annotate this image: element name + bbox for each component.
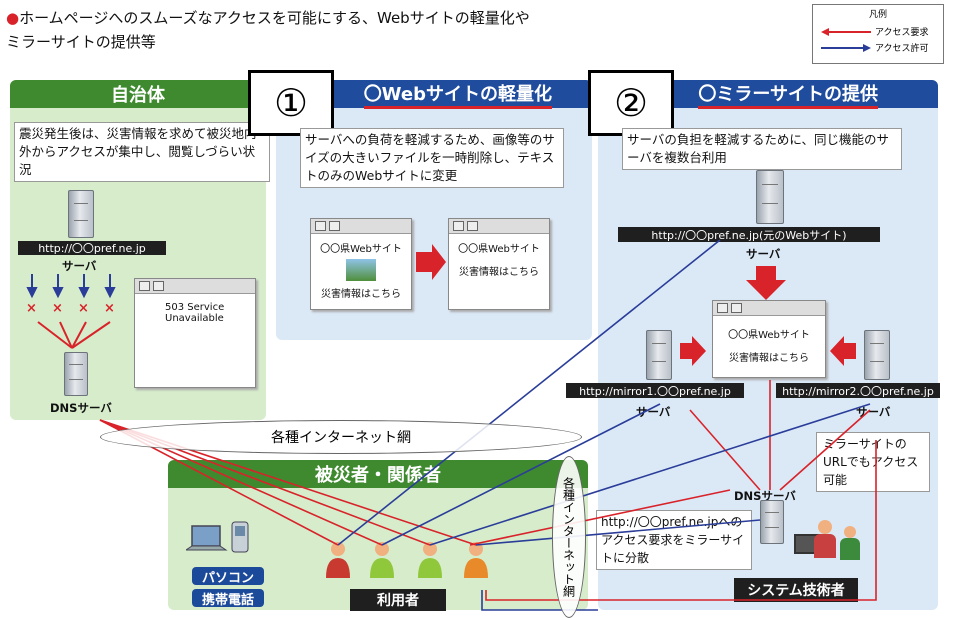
red-down-arrow-icon	[746, 266, 786, 300]
light-site-info: 災害情報はこちら	[459, 267, 539, 278]
origin-server-label: サーバ	[746, 247, 781, 261]
error-message: 503 Service Unavailable	[165, 302, 225, 324]
badge-1: ①	[248, 70, 334, 136]
heavy-site-info: 災害情報はこちら	[321, 289, 401, 300]
laptop-phone-icon	[186, 521, 249, 553]
legend: 凡例 アクセス要求 アクセス許可	[812, 4, 944, 64]
municipality-header: 自治体	[10, 80, 266, 108]
mirror2-server-icon	[864, 330, 890, 380]
lightweight-desc: サーバへの負荷を軽減するため、画像等のサイズの大きいファイルを一時削除し、テキス…	[300, 128, 564, 188]
svg-text:×: ×	[52, 301, 63, 316]
internet-ellipse: 各種インターネット網	[100, 420, 582, 454]
mirror-desc: サーバの負担を軽減するために、同じ機能のサーバを複数台利用	[622, 128, 902, 170]
heavy-site-title: 〇〇県Webサイト	[320, 244, 402, 255]
users-label: 利用者	[350, 589, 446, 611]
red-right-arrow-icon	[416, 244, 446, 280]
legend-request: アクセス要求	[821, 25, 929, 38]
technician-icon	[790, 520, 870, 564]
distribution-note: http://〇〇pref.ne.jpへのアクセス要求をミラーサイトに分散	[596, 510, 752, 570]
mirror-note: ミラーサイトのURLでもアクセス可能	[816, 432, 930, 492]
red-right-arrow-2-icon	[680, 336, 706, 366]
red-arrow-icon	[821, 27, 871, 36]
svg-text:×: ×	[26, 301, 37, 316]
mirror-site-window: 〇〇県Webサイト 災害情報はこちら	[712, 300, 826, 378]
heavy-site-window: 〇〇県Webサイト 災害情報はこちら	[310, 218, 412, 310]
pc-label: パソコン	[192, 567, 264, 586]
svg-text:×: ×	[104, 301, 115, 316]
page-title: ●ホームページへのスムーズなアクセスを可能にする、Webサイトの軽量化や ミラー…	[6, 6, 530, 54]
mirror-site-title: 〇〇県Webサイト	[728, 330, 810, 341]
municipality-server-icon	[68, 190, 94, 238]
error-browser-window: 503 Service Unavailable	[134, 278, 256, 388]
light-site-window: 〇〇県Webサイト 災害情報はこちら	[448, 218, 550, 310]
badge-2: ②	[588, 70, 674, 136]
municipality-dns-label: DNSサーバ	[50, 401, 112, 415]
municipality-server-label: サーバ	[62, 259, 97, 273]
red-left-arrow-icon	[830, 336, 856, 366]
origin-url: http://〇〇pref.ne.jp(元のWebサイト)	[618, 227, 880, 242]
legend-title: 凡例	[868, 10, 887, 20]
legend-allow: アクセス許可	[821, 41, 929, 54]
right-dns-icon	[760, 500, 784, 544]
internet-ellipse-vertical: 各種インターネット網	[552, 456, 586, 618]
municipality-dns-icon	[64, 352, 88, 396]
title-line-1: ホームページへのスムーズなアクセスを可能にする、Webサイトの軽量化や	[19, 9, 530, 27]
mirror1-url: http://mirror1.〇〇pref.ne.jp	[566, 383, 744, 398]
municipality-url: http://〇〇pref.ne.jp	[18, 241, 166, 255]
access-blocked-arrows: × × × ×	[26, 274, 116, 349]
landscape-image	[346, 259, 376, 281]
mirror2-server-label: サーバ	[856, 405, 891, 419]
mirror-site-info: 災害情報はこちら	[729, 353, 809, 364]
origin-server-icon	[756, 170, 784, 224]
title-line-2: ミラーサイトの提供等	[6, 33, 156, 51]
blue-arrow-icon	[821, 43, 871, 52]
technician-label: システム技術者	[734, 578, 858, 602]
victims-header: 被災者・関係者	[168, 460, 588, 488]
svg-text:×: ×	[78, 301, 89, 316]
mirror1-server-icon	[646, 330, 672, 380]
mirror1-server-label: サーバ	[636, 405, 671, 419]
phone-label: 携帯電話	[192, 589, 264, 608]
municipality-desc: 震災発生後は、災害情報を求めて被災地内外からアクセスが集中し、閲覧しづらい状況	[14, 122, 270, 182]
mirror2-url: http://mirror2.〇〇pref.ne.jp	[776, 383, 940, 398]
light-site-title: 〇〇県Webサイト	[458, 244, 540, 255]
users-group	[326, 542, 488, 578]
